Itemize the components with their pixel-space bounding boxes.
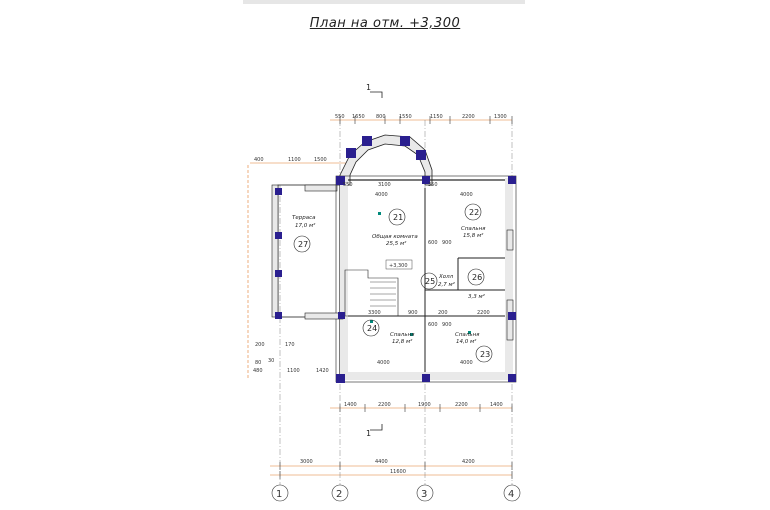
room-26-number: 26 bbox=[472, 273, 482, 282]
inner-dim-12: 600 bbox=[428, 322, 438, 328]
plan-title: План на отм. +3,300 bbox=[309, 16, 461, 31]
dimension-lines bbox=[247, 119, 512, 476]
level-mark: +3,300 bbox=[389, 263, 408, 269]
axis-1-label: 1 bbox=[276, 489, 282, 500]
inner-dim-1: 550 bbox=[343, 182, 353, 188]
top-dim-2: 1650 bbox=[352, 114, 365, 120]
axis-2-label: 2 bbox=[336, 489, 342, 500]
total-dim: 11600 bbox=[390, 469, 406, 475]
room-25-name: Холл bbox=[438, 274, 454, 280]
terrace-dim-3: 1500 bbox=[314, 157, 327, 163]
columns bbox=[275, 136, 516, 383]
inner-dim-11: 2200 bbox=[477, 310, 490, 316]
axis-3-label: 3 bbox=[421, 489, 427, 500]
left-dim-2: 80 bbox=[255, 360, 261, 366]
bottom-dim-4: 2200 bbox=[455, 402, 468, 408]
axis-bubbles bbox=[271, 484, 521, 502]
inner-dim-7: 900 bbox=[442, 240, 452, 246]
room-22-number: 22 bbox=[469, 208, 479, 217]
bottom-dim-5: 1400 bbox=[490, 402, 503, 408]
left-dim-7: 1420 bbox=[316, 368, 329, 374]
inner-dim-13: 900 bbox=[442, 322, 452, 328]
section-marker-bottom: 1 bbox=[366, 429, 371, 438]
bay-window bbox=[339, 134, 433, 186]
top-dim-3: 800 bbox=[376, 114, 386, 120]
terrace-dim-2: 1100 bbox=[288, 157, 301, 163]
inner-dim-14: 4000 bbox=[377, 360, 390, 366]
axis-dim-1: 3000 bbox=[300, 459, 313, 465]
top-strip bbox=[243, 0, 525, 4]
inner-dim-3: 350 bbox=[428, 182, 438, 188]
room-25-area: 2,7 м² bbox=[438, 281, 456, 288]
room-22-name: Спальня bbox=[461, 226, 486, 232]
top-dim-6: 2200 bbox=[462, 114, 475, 120]
room-23-name: Спальня bbox=[455, 332, 480, 338]
inner-dim-8: 3300 bbox=[368, 310, 381, 316]
room-22-area: 15,8 м² bbox=[463, 232, 484, 239]
room-number-circles bbox=[293, 203, 493, 363]
axis-dim-2: 4400 bbox=[375, 459, 388, 465]
left-dim-1: 200 bbox=[255, 342, 265, 348]
room-23-number: 23 bbox=[480, 350, 490, 359]
room-27-number: 27 bbox=[298, 240, 308, 249]
room-21-area: 25,5 м² bbox=[386, 240, 407, 247]
top-dim-5: 1150 bbox=[430, 114, 443, 120]
room-27-area: 17,0 м² bbox=[295, 222, 316, 229]
bottom-dim-1: 1400 bbox=[344, 402, 357, 408]
section-markers bbox=[370, 212, 471, 336]
room-21-number: 21 bbox=[393, 213, 403, 222]
room-26-area: 3,3 м² bbox=[468, 293, 486, 300]
section-marker-top: 1 bbox=[366, 83, 371, 92]
axis-dim-3: 4200 bbox=[462, 459, 475, 465]
level-mark-box bbox=[385, 259, 413, 270]
bottom-dim-2: 2200 bbox=[378, 402, 391, 408]
terrace-dim-1: 400 bbox=[254, 157, 264, 163]
inner-dim-2: 3100 bbox=[378, 182, 391, 188]
left-dim-3: 480 bbox=[253, 368, 263, 374]
top-dim-4: 1550 bbox=[399, 114, 412, 120]
room-23-area: 14,0 м² bbox=[456, 338, 477, 345]
left-dim-5: 30 bbox=[268, 358, 274, 364]
inner-dim-9: 900 bbox=[408, 310, 418, 316]
room-24-area: 12,8 м² bbox=[392, 338, 413, 345]
room-27-name: Терраса bbox=[292, 215, 316, 221]
top-dim-7: 1300 bbox=[494, 114, 507, 120]
left-dim-6: 1100 bbox=[287, 368, 300, 374]
room-24-name: Спальня bbox=[390, 332, 415, 338]
inner-dim-15: 4000 bbox=[460, 360, 473, 366]
inner-dim-6: 600 bbox=[428, 240, 438, 246]
inner-dim-10: 200 bbox=[438, 310, 448, 316]
room-24-number: 24 bbox=[367, 324, 377, 333]
left-dim-4: 170 bbox=[285, 342, 295, 348]
inner-dim-5: 4000 bbox=[460, 192, 473, 198]
bottom-dim-3: 1900 bbox=[418, 402, 431, 408]
room-25-number: 25 bbox=[425, 277, 435, 286]
inner-dim-4: 4000 bbox=[375, 192, 388, 198]
axis-4-label: 4 bbox=[508, 489, 514, 500]
axis-lines bbox=[279, 120, 513, 485]
room-21-name: Общая комната bbox=[372, 234, 418, 240]
top-dim-1: 550 bbox=[335, 114, 345, 120]
section-cut-markers bbox=[370, 91, 383, 431]
